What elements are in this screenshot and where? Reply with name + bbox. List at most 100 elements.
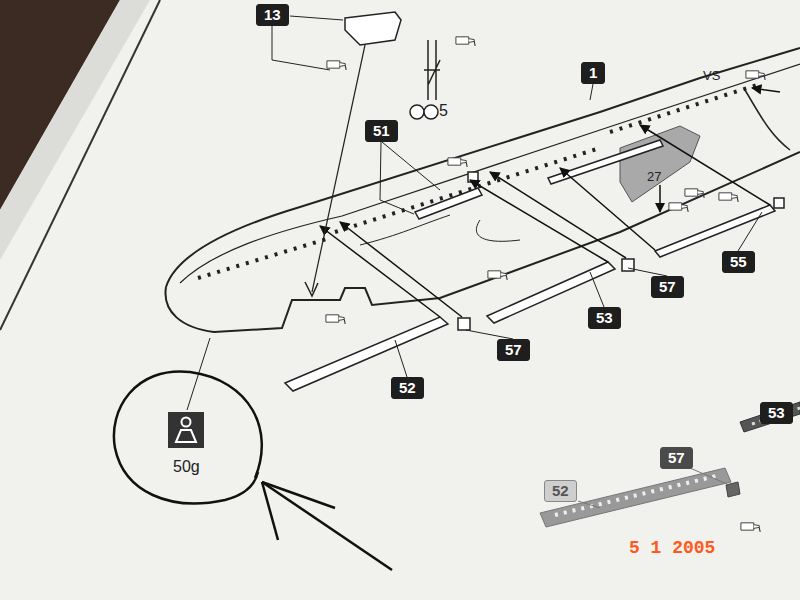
fit-arrows-part xyxy=(560,168,655,250)
hand-circle-part xyxy=(262,482,335,508)
bottom-parts-part xyxy=(690,468,727,484)
callout-number: 57 xyxy=(651,276,684,298)
callout-number: 53 xyxy=(588,307,621,329)
part-number: 5 xyxy=(439,102,448,120)
leader-lines-part xyxy=(590,84,593,100)
callout-text: 55 xyxy=(730,253,747,271)
leader-lines-part xyxy=(628,268,667,276)
window-strips-part xyxy=(468,172,478,182)
fuselage-half-part xyxy=(476,220,520,241)
glue-symbol-part xyxy=(326,315,345,324)
glue-symbol-part xyxy=(456,37,475,46)
window-strips-part xyxy=(774,198,784,208)
part-number: 27 xyxy=(647,169,661,184)
fuselage-half-part xyxy=(745,90,790,150)
fit-arrows-part xyxy=(490,172,626,258)
part-13-part xyxy=(345,12,401,45)
date-stamp: 5 1 2005 xyxy=(629,538,715,558)
glue-symbol-part xyxy=(719,193,738,202)
window-row-part xyxy=(198,238,330,278)
fit-arrows-part xyxy=(320,226,440,317)
callout-number: 1 xyxy=(581,62,605,84)
callout-number: 52 xyxy=(544,480,577,502)
hand-circle-part xyxy=(262,482,392,570)
leader-lines-part xyxy=(382,142,440,190)
weight-icon-part xyxy=(176,430,196,442)
callout-text: 57 xyxy=(505,341,522,359)
callout-number: 52 xyxy=(391,377,424,399)
window-strips-part xyxy=(655,205,775,257)
landing-gear-part xyxy=(424,40,440,100)
landing-gear-part xyxy=(410,105,424,119)
fuselage-half-part xyxy=(180,64,800,283)
callout-number: 51 xyxy=(365,120,398,142)
window-row-part xyxy=(610,84,760,132)
window-strips-part xyxy=(548,140,663,184)
callout-text: 53 xyxy=(768,404,785,422)
window-strips xyxy=(285,140,784,391)
callout-text: 57 xyxy=(659,278,676,296)
fuselage-half-part xyxy=(166,48,800,287)
leader-lines-part xyxy=(738,212,762,251)
callout-text: 51 xyxy=(373,122,390,140)
leader-lines-part xyxy=(395,340,407,377)
glue-symbol-part xyxy=(746,71,765,80)
glue-symbol xyxy=(326,37,765,532)
callout-text: 52 xyxy=(399,379,416,397)
callout-text: 1 xyxy=(589,64,597,82)
weight-icon-part xyxy=(182,418,191,427)
callout-number: 55 xyxy=(722,251,755,273)
weight-icon xyxy=(168,412,204,448)
window-strips-part xyxy=(458,318,470,330)
glue-symbol-part xyxy=(327,61,346,70)
part-13-part xyxy=(305,282,318,296)
landing-gear-part xyxy=(424,105,438,119)
glue-symbol-part xyxy=(488,271,507,280)
landing-gear xyxy=(410,40,440,119)
bottom-parts-part xyxy=(540,468,731,527)
bottom-parts-part xyxy=(555,475,720,515)
callout-number: 57 xyxy=(660,447,693,469)
fit-arrows-part xyxy=(659,185,661,212)
part-13 xyxy=(305,12,401,296)
hand-circle xyxy=(114,371,392,570)
glue-symbol-part xyxy=(685,189,704,198)
weight-icon-part xyxy=(168,412,204,448)
leader-lines-part xyxy=(380,142,414,214)
fit-arrows-part xyxy=(752,88,780,92)
fuselage-half-part xyxy=(165,152,800,332)
leader-lines-part xyxy=(466,330,513,339)
bottom-parts-part xyxy=(726,482,740,497)
glue-symbol-part xyxy=(448,158,467,167)
window-strips-part xyxy=(415,188,482,219)
part-13-part xyxy=(312,45,365,292)
leader-lines-part xyxy=(590,272,604,307)
page-frame-part xyxy=(0,0,160,330)
callout-number: 13 xyxy=(256,4,289,26)
hand-circle-part xyxy=(262,482,278,540)
hand-circle-part xyxy=(114,371,262,503)
bottom-parts-part xyxy=(578,501,600,508)
page-frame xyxy=(0,0,160,330)
table-surface xyxy=(0,0,150,260)
fit-arrows-part xyxy=(340,222,462,317)
fit-arrows xyxy=(320,88,780,317)
leader-lines-part xyxy=(272,26,330,70)
callout-text: 13 xyxy=(264,6,281,24)
view-label: VS xyxy=(703,68,720,83)
callout-number: 53 xyxy=(760,402,793,424)
callout-text: 57 xyxy=(668,449,685,467)
glue-symbol-part xyxy=(741,523,760,532)
weight-note: 50g xyxy=(173,458,200,476)
glue-symbol-part xyxy=(669,203,688,212)
bottom-parts xyxy=(540,402,800,527)
callout-text: 52 xyxy=(552,482,569,500)
table-surface-part xyxy=(0,0,150,260)
leader-lines xyxy=(187,16,762,410)
fuselage-half xyxy=(165,48,800,332)
bottom-parts-part xyxy=(740,402,800,432)
leader-lines-part xyxy=(290,16,343,20)
window-row-part xyxy=(335,148,600,232)
